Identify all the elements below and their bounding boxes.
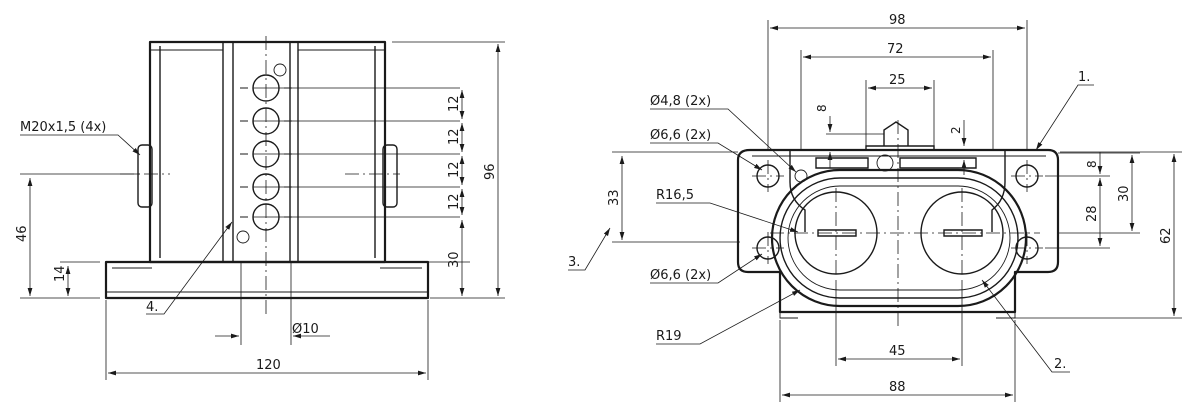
width-72: 72 (887, 42, 904, 57)
width-25: 25 (889, 73, 906, 88)
front-view: M20x1,5 (4x) 46 14 12 12 12 12 30 96 Ø10… (15, 36, 505, 380)
dim-2: 2 (949, 126, 963, 134)
pitch-12-c: 12 (447, 161, 462, 178)
diameter-10: Ø10 (292, 322, 319, 337)
width-45: 45 (889, 344, 906, 359)
width-98: 98 (889, 13, 906, 28)
height-30-right: 30 (1117, 185, 1132, 202)
radius-16-5-label: R16,5 (656, 188, 694, 203)
callout-1: 1. (1078, 70, 1090, 85)
dim-8-top: 8 (815, 104, 829, 112)
height-8: 8 (1085, 160, 1099, 168)
pitch-12-d: 12 (447, 193, 462, 210)
callout-4: 4. (146, 300, 158, 315)
height-33: 33 (607, 189, 622, 206)
pitch-12-b: 12 (447, 128, 462, 145)
pitch-12-a: 12 (447, 95, 462, 112)
height-30: 30 (447, 251, 462, 268)
side-view: 98 72 25 8 2 Ø4,8 (2x) Ø6,6 (2x) R16,5 Ø… (568, 13, 1182, 402)
callout-3: 3. (568, 255, 580, 270)
hole-6-6-upper-label: Ø6,6 (2x) (650, 128, 711, 143)
hole-6-6-lower-label: Ø6,6 (2x) (650, 268, 711, 283)
height-14: 14 (53, 265, 68, 282)
hole-4-8-label: Ø4,8 (2x) (650, 94, 711, 109)
height-96: 96 (483, 163, 498, 180)
radius-19-label: R19 (656, 329, 682, 344)
height-28: 28 (1085, 205, 1100, 222)
height-46: 46 (15, 225, 30, 242)
height-62: 62 (1159, 227, 1174, 244)
callout-2: 2. (1054, 357, 1066, 372)
width-120: 120 (256, 358, 281, 373)
width-88: 88 (889, 380, 906, 395)
thread-label: M20x1,5 (4x) (20, 120, 106, 135)
